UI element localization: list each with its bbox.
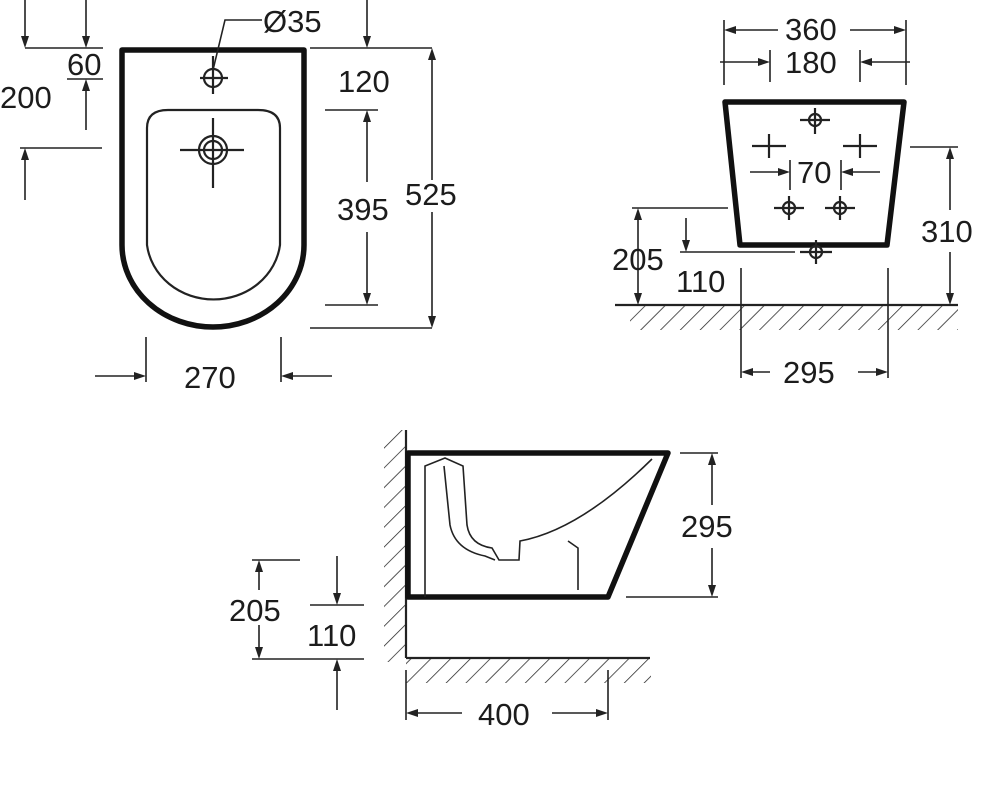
- tap-hole-offset-label: 60: [67, 47, 101, 82]
- width-label: 270: [184, 360, 236, 395]
- tap-hole-diameter-label: Ø35: [263, 4, 322, 39]
- side-height-label: 295: [681, 509, 733, 544]
- side-view-body-outline: [405, 450, 671, 600]
- rear-view-floor-hatch: [630, 306, 958, 330]
- rear-view-body-outline: [722, 99, 907, 248]
- drain-hole: [180, 118, 244, 188]
- top-to-bowl-label: 120: [338, 64, 390, 99]
- side-view: 295 205 110 400: [229, 430, 733, 732]
- height-above-floor-label: 310: [921, 214, 973, 249]
- side-outlet-height-label: 205: [229, 593, 281, 628]
- wall-to-hole-label: 200: [0, 80, 52, 115]
- top-width-label: 360: [785, 12, 837, 47]
- rear-outlet-height-label: 205: [612, 242, 664, 277]
- side-view-wall-hatch: [384, 430, 406, 662]
- tap-hole: [200, 56, 228, 94]
- top-view: Ø35 60 200 120 395 525: [0, 0, 457, 395]
- rear-view: 360 180 70 310 205 110: [612, 12, 973, 390]
- rear-view-fixing-points: [752, 108, 877, 264]
- side-view-floor-hatch: [406, 659, 651, 683]
- base-width-label: 295: [783, 355, 835, 390]
- side-inlet-height-label: 110: [307, 618, 356, 653]
- bowl-length-label: 395: [337, 192, 389, 227]
- projection-label: 400: [478, 697, 530, 732]
- diameter-leader: [212, 19, 262, 71]
- side-view-inner-profile: [424, 457, 653, 597]
- bolt-spacing-inner-label: 70: [797, 155, 831, 190]
- overall-length-label: 525: [405, 177, 457, 212]
- top-view-bowl-outline: [145, 108, 282, 301]
- bolt-spacing-outer-label: 180: [785, 45, 837, 80]
- top-view-body-outline: [119, 47, 307, 330]
- rear-inlet-height-label: 110: [676, 264, 725, 299]
